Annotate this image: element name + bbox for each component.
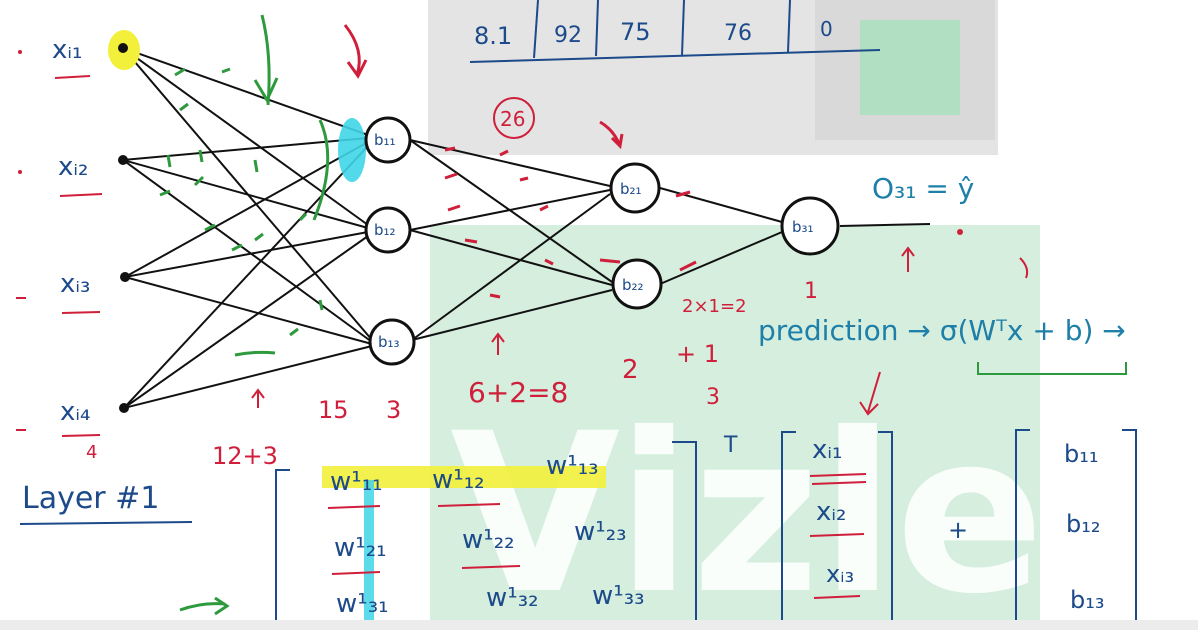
matrix-cell: w¹₁₃ [546, 451, 599, 481]
neuron-label: b₂₁ [620, 180, 642, 198]
transpose-mark: T [723, 433, 738, 458]
input-node [118, 155, 128, 165]
table-cell: 75 [620, 18, 651, 46]
neuron [368, 318, 416, 366]
table-cell: 0 [820, 17, 833, 41]
neuron [611, 258, 663, 310]
matrix-cell: w¹₃₂ [486, 583, 539, 613]
input-node [118, 43, 128, 53]
note-circled: 26 [500, 107, 525, 131]
plus-sign: + [948, 516, 968, 544]
note-sum2: 6+2=8 [468, 376, 568, 409]
neuron-label: b₃₁ [792, 218, 814, 236]
vector-cell: xᵢ₃ [826, 560, 854, 588]
table-row: 8.1 92 75 76 0 [469, 0, 881, 63]
input-vector: xᵢ₁ xᵢ₂ xᵢ₃ + [781, 431, 968, 630]
vizle-watermark: Vizle [428, 0, 1044, 630]
vector-cell: xᵢ₁ [812, 435, 842, 465]
watermark-text: Vizle [450, 386, 1044, 630]
neuron [364, 116, 412, 164]
note-2: 2 [622, 355, 639, 385]
note-2x1: 2×1=2 [682, 296, 747, 317]
matrix-cell: w¹₃₃ [592, 581, 645, 611]
matrix-cell: w¹₂₁ [334, 533, 387, 563]
input-node [120, 272, 130, 282]
green-ticks [159, 14, 330, 616]
output-layer: b₃₁ [780, 196, 840, 256]
matrix-cell: w¹₁₂ [432, 465, 485, 495]
vector-cell: b₁₂ [1066, 510, 1100, 538]
table-cell: 92 [554, 23, 582, 48]
note-15: 15 [318, 396, 349, 424]
input-label: xᵢ₃ [60, 269, 90, 299]
red-ticks [343, 24, 697, 299]
note-plus1: + 1 [676, 340, 719, 368]
input-label: xᵢ₂ [58, 152, 88, 182]
highlight-b11 [338, 118, 366, 182]
table-cell: 76 [724, 21, 752, 46]
footer-bar [0, 620, 1198, 630]
annotations: 26 12+3 15 3 6+2=8 2 3 + 1 2×1=2 1 4 [86, 97, 818, 470]
note-1: 1 [804, 279, 818, 304]
neuron [364, 206, 412, 254]
input-label: xᵢ₁ [52, 35, 82, 65]
input-label: xᵢ₄ [60, 397, 90, 427]
layer-label: Layer #1 [22, 481, 159, 516]
note-sum1: 12+3 [212, 442, 278, 470]
neuron-label: b₂₂ [622, 276, 644, 294]
vector-cell: b₁₁ [1064, 440, 1098, 468]
neuron [780, 196, 840, 256]
matrix-cell: w¹₂₂ [462, 525, 515, 555]
vector-cell: xᵢ₂ [816, 497, 846, 527]
output-label: O₃₁ = ŷ [872, 172, 974, 205]
weight-matrix: w¹₁₁ w¹₁₂ w¹₁₃ w¹₂₁ w¹₂₂ w¹₂₃ w¹₃₁ w¹₃₂ … [275, 433, 738, 630]
matrix-cell: w¹₃₁ [336, 589, 389, 619]
note-4: 4 [86, 442, 97, 463]
note-3b: 3 [706, 385, 720, 410]
input-node [119, 403, 129, 413]
matrix-cell: w¹₂₃ [574, 517, 627, 547]
hidden-layer-1: b₁₁ b₁₂ b₁₃ [364, 116, 416, 366]
vector-cell: b₁₃ [1070, 586, 1104, 614]
hidden-layer-2: b₂₁ b₂₂ [609, 162, 663, 310]
neuron [609, 162, 661, 214]
neuron-label: b₁₂ [374, 221, 396, 239]
prediction-formula: prediction → σ(Wᵀx + b) → [758, 314, 1126, 347]
input-layer: xᵢ₁ xᵢ₂ xᵢ₃ xᵢ₄ [52, 35, 130, 437]
matrix-cell: w¹₁₁ [330, 467, 383, 497]
connections-layer-2 [409, 139, 613, 341]
table-cell: 8.1 [474, 22, 512, 50]
neuron-label: b₁₃ [378, 333, 400, 351]
note-3: 3 [386, 396, 401, 424]
neuron-label: b₁₁ [374, 131, 396, 149]
bias-vector: b₁₁ b₁₂ b₁₃ [1015, 429, 1137, 630]
